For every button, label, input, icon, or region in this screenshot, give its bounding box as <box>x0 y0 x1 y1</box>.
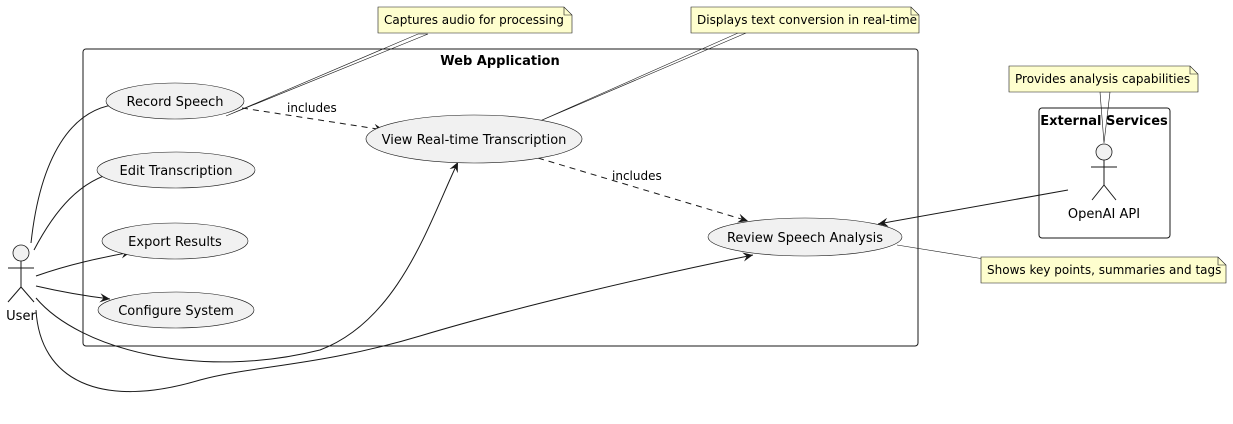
assoc-user-configure-system <box>35 285 111 303</box>
note-displays-text: Displays text conversion in real-time <box>690 6 920 34</box>
note-link-captures-audio <box>225 33 429 117</box>
use-case-configure-system[interactable]: Configure System <box>97 291 255 329</box>
note-provides-analysis-text: Provides analysis capabilities <box>1015 72 1190 86</box>
include-relations: includes includes <box>241 101 749 223</box>
use-case-export-results[interactable]: Export Results <box>101 222 249 260</box>
external-services-title: External Services <box>1040 114 1168 129</box>
review-analysis-label: Review Speech Analysis <box>727 231 883 246</box>
user-label: User <box>6 309 36 324</box>
include-label-2: includes <box>612 169 662 183</box>
use-case-record-speech[interactable]: Record Speech <box>105 82 245 120</box>
assoc-openai-review-analysis <box>877 189 1069 227</box>
note-provides-analysis: Provides analysis capabilities <box>1008 65 1199 93</box>
use-case-view-transcription[interactable]: View Real-time Transcription <box>365 114 583 164</box>
include-view-to-review <box>537 157 749 223</box>
note-shows-key-points-text: Shows key points, summaries and tags <box>987 263 1221 277</box>
openai-api-label: OpenAI API <box>1068 207 1140 222</box>
actor-openai-api[interactable]: OpenAI API <box>1068 143 1140 222</box>
note-displays-text-text: Displays text conversion in real-time <box>697 13 917 27</box>
assoc-user-export-results <box>35 249 132 277</box>
assoc-user-record-speech <box>30 99 123 244</box>
note-link-displays-text <box>532 32 747 125</box>
openai-actor-icon <box>1091 143 1117 201</box>
note-links <box>225 32 1111 260</box>
view-transcription-label: View Real-time Transcription <box>382 133 567 148</box>
use-case-review-analysis[interactable]: Review Speech Analysis <box>707 217 903 257</box>
use-case-edit-transcription[interactable]: Edit Transcription <box>96 151 256 189</box>
include-record-to-view <box>241 107 385 133</box>
note-link-shows-key-points <box>896 244 985 260</box>
actor-user[interactable]: User <box>6 244 36 324</box>
external-services-boundary: External Services <box>1038 107 1171 239</box>
web-application-boundary: Web Application <box>82 48 919 347</box>
note-shows-key-points: Shows key points, summaries and tags <box>980 256 1227 284</box>
assoc-user-review-analysis <box>35 252 754 393</box>
web-application-title: Web Application <box>440 54 559 69</box>
export-results-label: Export Results <box>128 235 222 250</box>
configure-system-label: Configure System <box>118 304 234 319</box>
note-captures-audio: Captures audio for processing <box>377 6 573 34</box>
associations <box>30 99 1069 393</box>
include-label-1: includes <box>287 101 337 115</box>
note-captures-audio-text: Captures audio for processing <box>384 13 564 27</box>
user-actor-icon <box>7 244 35 303</box>
assoc-user-view-transcription <box>35 161 459 363</box>
edit-transcription-label: Edit Transcription <box>120 164 233 179</box>
record-speech-label: Record Speech <box>127 95 224 110</box>
